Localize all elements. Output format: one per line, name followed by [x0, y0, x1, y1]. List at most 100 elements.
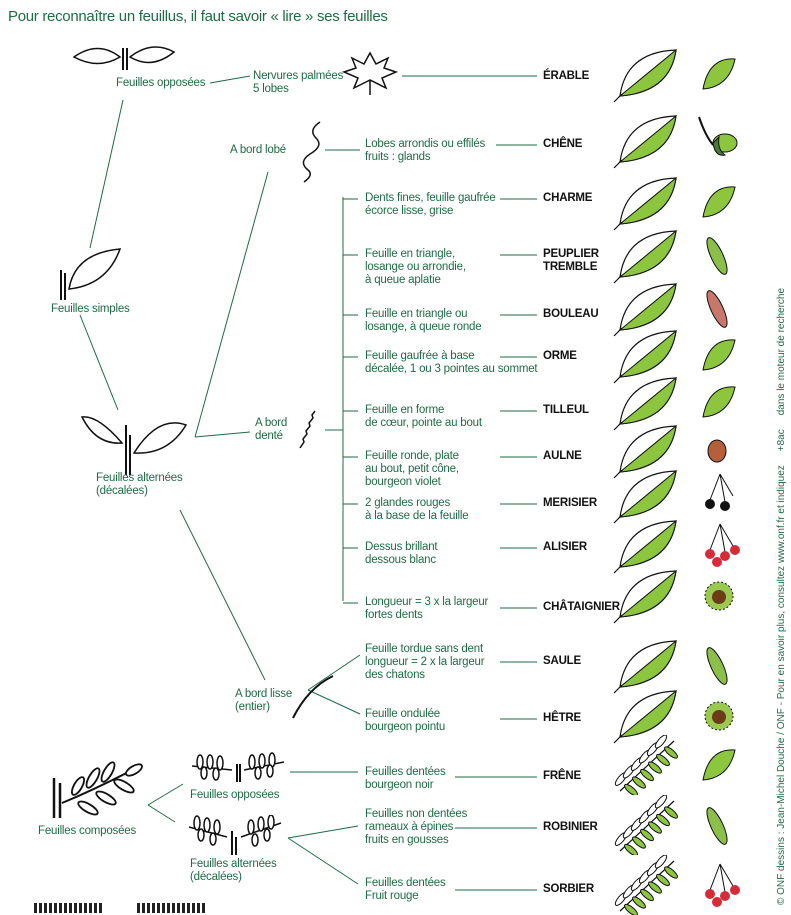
- species-name-line: FRÊNE: [543, 770, 581, 782]
- species-name-line: CHÂTAIGNIER: [543, 601, 620, 613]
- description-line: dessous blanc: [365, 554, 436, 566]
- label-line: (décalées): [190, 871, 242, 883]
- label-line: (décalées): [96, 485, 148, 497]
- species-name: ÉRABLE: [543, 70, 589, 83]
- description-line: Dessus brillant: [365, 541, 438, 553]
- description-line: Lobes arrondis ou effilés: [365, 138, 486, 150]
- description-line: au bout, petit cône,: [365, 463, 459, 475]
- label-line: (entier): [235, 701, 270, 713]
- beechnut-icon: [704, 701, 734, 731]
- description-line: bourgeon violet: [365, 476, 441, 488]
- label-alternate-leaves: Feuilles alternées(décalées): [96, 472, 183, 498]
- species-name-line: MERISIER: [543, 497, 597, 509]
- description-line: 2 glandes rouges: [365, 497, 451, 509]
- species-name-line: SORBIER: [543, 883, 594, 895]
- description-line: Feuille en triangle ou: [365, 308, 468, 320]
- label-compound-leaves: Feuilles composées: [38, 825, 137, 837]
- credit-code: +8ac: [776, 429, 787, 452]
- species-name: SAULE: [543, 655, 581, 668]
- credit-text: © ONF dessins : Jean-Michel Douche / ONF…: [776, 274, 787, 905]
- robinia-compound-leaf-icon: [614, 795, 678, 855]
- maple-outline-icon: [341, 51, 399, 95]
- label-line: A bord lisse: [235, 688, 293, 700]
- whitebeam-leaf-icon: [613, 519, 677, 574]
- label-line: A bord: [255, 417, 288, 429]
- credit-line: dans le moteur de recherche: [776, 287, 787, 416]
- ash-samara-icon: [702, 749, 736, 781]
- pod-icon: [706, 807, 728, 845]
- species-name: ORME: [543, 350, 577, 363]
- description-line: Feuille en triangle,: [365, 248, 455, 260]
- label-opposite-leaves: Feuilles opposées: [116, 77, 206, 89]
- description-line: à queue aplatie: [365, 274, 441, 286]
- poplar-leaf-icon: [613, 229, 677, 284]
- description-line: bourgeon noir: [365, 779, 434, 791]
- species-name-line: PEUPLIER: [543, 248, 599, 260]
- description-line: des chatons: [365, 669, 425, 681]
- maple-leaf-icon: [613, 48, 677, 103]
- species-name-line: TREMBLE: [543, 261, 598, 273]
- description-line: Feuilles dentées: [365, 877, 446, 889]
- description-line: Feuille tordue sans dent: [365, 643, 483, 655]
- samara-icon: [702, 58, 736, 90]
- species-name: CHARME: [543, 192, 592, 205]
- alternate-leaves-icon: [80, 416, 188, 475]
- cone-icon: [707, 439, 727, 463]
- species-description: Feuille en triangle,losange ou arrondie,…: [365, 248, 466, 287]
- description-line: fruits en gousses: [365, 834, 449, 846]
- hornbeam-fruit-icon: [702, 186, 736, 218]
- species-name-line: ÉRABLE: [543, 70, 590, 82]
- description-line: Feuille ronde, plate: [365, 450, 459, 462]
- species-name-line: ORME: [543, 350, 577, 362]
- oak-leaf-icon: [613, 114, 677, 169]
- description-line: Longueur = 3 x la largeur: [365, 596, 489, 608]
- description-line: bourgeon pointu: [365, 721, 446, 733]
- simple-leaf-icon: [60, 248, 122, 300]
- species-name-line: HÊTRE: [543, 712, 581, 724]
- description-line: Feuilles dentées: [365, 766, 446, 778]
- description-line: fruits : glands: [365, 151, 431, 163]
- qr-code-icon[interactable]: [137, 903, 205, 913]
- red-berries-icon: [705, 863, 740, 907]
- page-title: Pour reconnaître un feuillus, il faut sa…: [8, 8, 388, 25]
- description-line: Fruit rouge: [365, 890, 419, 902]
- cherries-icon: [705, 473, 734, 511]
- species-name-line: CHÊNE: [543, 138, 583, 150]
- species-name: BOULEAU: [543, 308, 599, 321]
- species-name-line: BOULEAU: [543, 308, 599, 320]
- species-name-line: ROBINIER: [543, 821, 598, 833]
- description-line: losange ou arrondie,: [365, 261, 466, 273]
- linden-leaf-icon: [613, 376, 677, 431]
- compound-leaf-icon: [52, 761, 143, 818]
- description-line: longueur = 2 x la largeur: [365, 656, 485, 668]
- description-line: Feuilles non dentées: [365, 808, 468, 820]
- beech-leaf-icon: [613, 689, 677, 744]
- label-compound-opposite: Feuilles opposées: [190, 789, 280, 801]
- qr-code-icon[interactable]: [34, 903, 102, 913]
- label-simple-leaves: Feuilles simples: [51, 303, 130, 315]
- opposite-leaves-icon: [72, 46, 176, 70]
- species-name-line: CHARME: [543, 192, 593, 204]
- catkin-icon: [706, 647, 728, 685]
- species-name: ROBINIER: [543, 821, 598, 834]
- description-line: Feuille en forme: [365, 404, 445, 416]
- description-line: Feuille ondulée: [365, 708, 441, 720]
- label-lobed-edge: A bord lobé: [230, 144, 286, 156]
- catkin-icon: [706, 237, 728, 275]
- chestnut-leaf-icon: [613, 569, 677, 624]
- species-name: CHÂTAIGNIER: [543, 601, 620, 614]
